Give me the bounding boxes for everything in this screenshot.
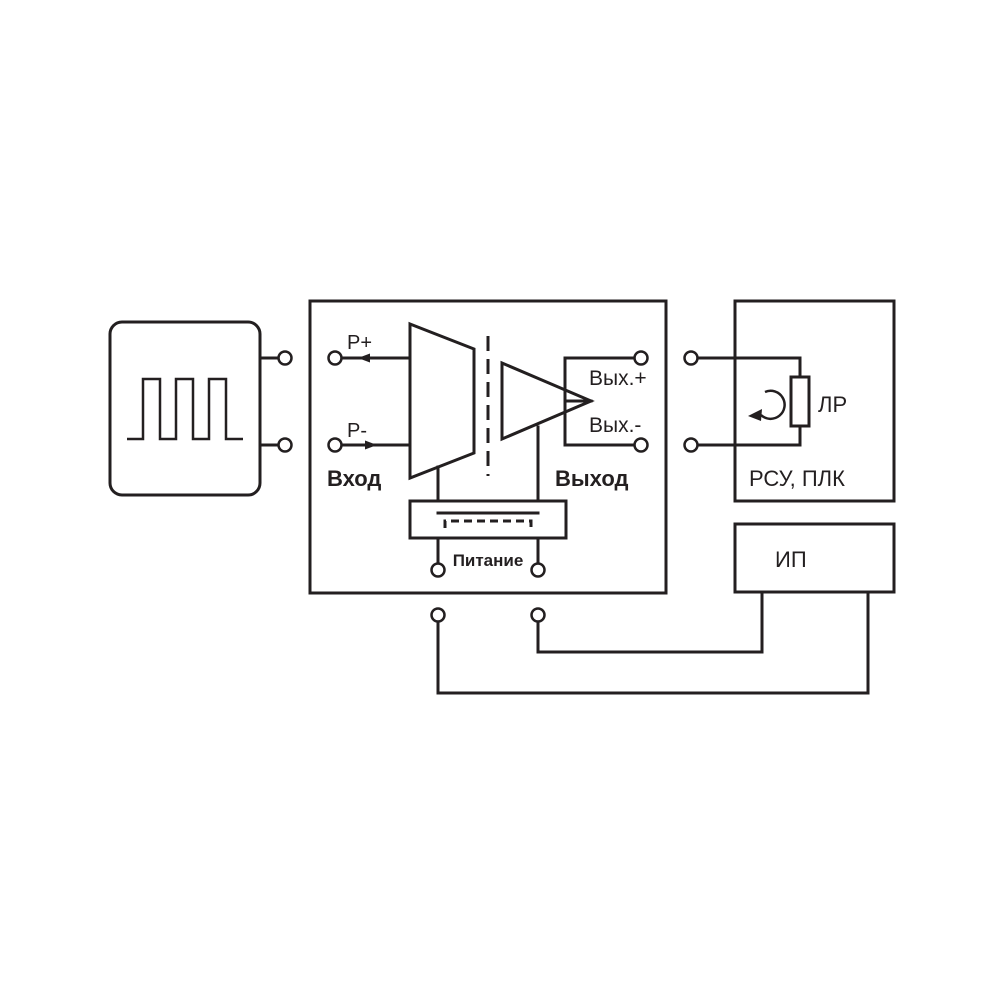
controller: ЛР РСУ, ПЛК xyxy=(683,299,896,503)
out-minus-wire xyxy=(563,399,636,447)
internal-power-block xyxy=(408,499,568,540)
power-label: Питание xyxy=(453,551,524,570)
power-terminal-left xyxy=(430,562,446,578)
p-plus-label: P+ xyxy=(347,332,372,354)
converter-box xyxy=(308,299,668,595)
input-circuit-block xyxy=(408,321,476,481)
supply-wire-outer xyxy=(436,590,870,695)
power-supply-label: ИП xyxy=(775,547,807,572)
p-minus-terminal xyxy=(327,437,343,453)
circular-arrow-head-icon xyxy=(748,409,762,421)
pulse-wave-icon xyxy=(127,377,243,441)
controller-label: РСУ, ПЛК xyxy=(749,466,845,491)
circular-arrow-icon xyxy=(760,389,786,420)
controller-wire-bottom xyxy=(696,424,802,447)
p-plus-arrow-icon xyxy=(358,353,370,363)
signal-source xyxy=(108,320,293,497)
output-section-label: Выход xyxy=(555,466,629,491)
power-terminal-right xyxy=(530,562,546,578)
controller-terminal-bottom xyxy=(683,437,699,453)
load-label: ЛР xyxy=(818,392,847,417)
source-terminal-top xyxy=(277,350,293,366)
p-minus-arrow-icon xyxy=(365,440,377,450)
resistor-icon xyxy=(789,375,811,428)
out-plus-wire xyxy=(563,356,636,403)
out-plus-terminal xyxy=(633,350,649,366)
out-minus-terminal xyxy=(633,437,649,453)
power-supply-box xyxy=(733,522,896,594)
output-amplifier xyxy=(500,360,595,442)
input-section-label: Вход xyxy=(327,466,381,491)
signal-source-box xyxy=(108,320,262,497)
supply-terminal-right xyxy=(530,607,546,623)
p-minus-label: P- xyxy=(347,420,367,442)
power-supply: ИП xyxy=(733,522,896,594)
dc-symbol-dashed xyxy=(443,519,533,528)
out-minus-label: Вых.- xyxy=(589,414,641,437)
source-terminal-bottom xyxy=(277,437,293,453)
controller-terminal-top xyxy=(683,350,699,366)
converter-module: P+ P- Вых.+ Вых.- Вход Выход Питание xyxy=(308,299,668,595)
supply-wiring xyxy=(430,590,870,695)
p-plus-terminal xyxy=(327,350,343,366)
supply-wire-inner xyxy=(536,590,764,654)
controller-box xyxy=(733,299,896,503)
controller-wire-top xyxy=(696,356,802,379)
supply-terminal-left xyxy=(430,607,446,623)
out-plus-label: Вых.+ xyxy=(589,367,647,390)
